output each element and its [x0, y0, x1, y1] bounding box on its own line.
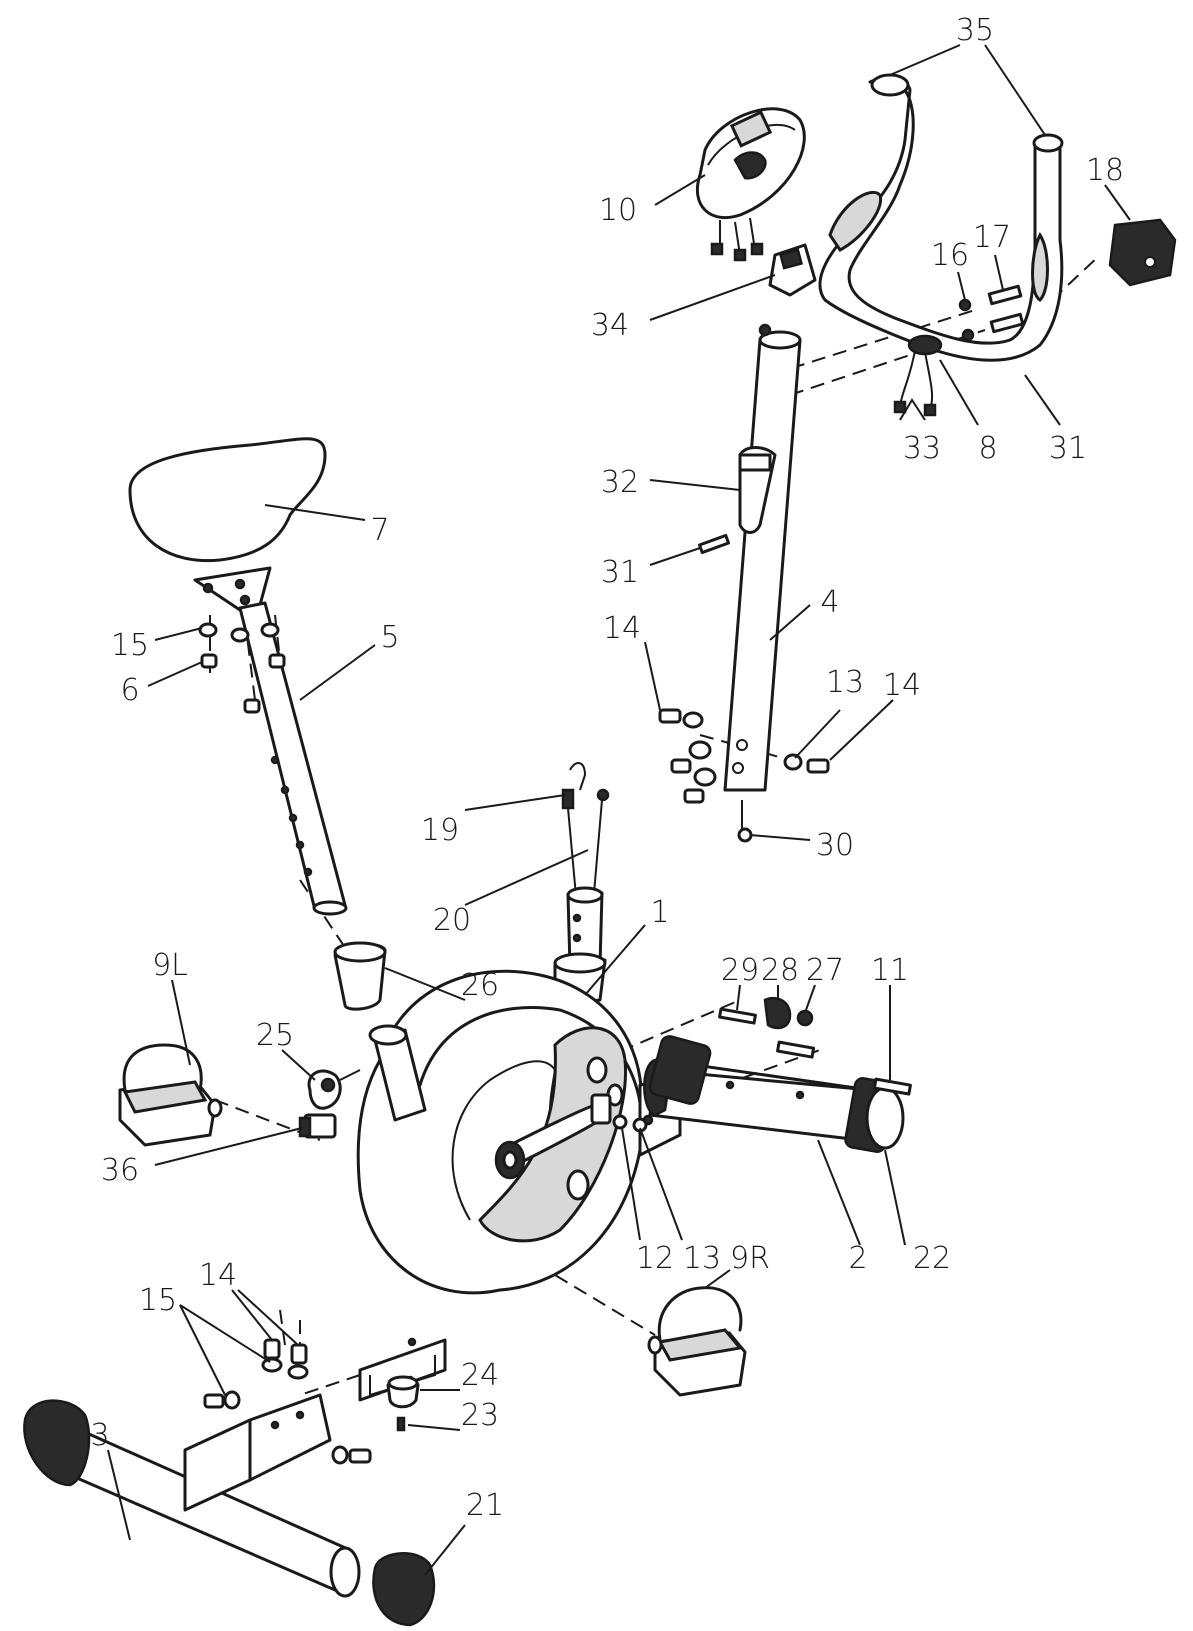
- seat-tube-bushing: [333, 941, 387, 1011]
- callout-labels: 35 18 10 16 17 34 33 8 31 32 31 7 15 5 6…: [90, 13, 1124, 1523]
- seat-washers-and-nuts: [198, 622, 286, 714]
- callout-4: 4: [820, 585, 839, 620]
- callout-35: 35: [956, 13, 994, 48]
- rear-stabilizer-hardware: [203, 1338, 420, 1465]
- callout-5: 5: [380, 620, 399, 655]
- callout-8: 8: [978, 431, 997, 466]
- callout-7: 7: [370, 513, 389, 548]
- callout-21: 21: [466, 1488, 504, 1523]
- callout-9R: 9R: [730, 1241, 770, 1276]
- callout-36: 36: [101, 1153, 139, 1188]
- callout-17: 17: [973, 220, 1011, 255]
- callout-28: 28: [761, 953, 799, 988]
- callout-19: 19: [421, 813, 459, 848]
- seat: [128, 437, 327, 612]
- callout-26: 26: [461, 968, 499, 1003]
- callout-3: 3: [90, 1418, 109, 1453]
- post-bolts: [658, 708, 830, 804]
- rear-stabilizer: [23, 1393, 436, 1627]
- right-pedal: [647, 1286, 747, 1397]
- callout-18: 18: [1086, 153, 1124, 188]
- callout-31-pin: 31: [601, 555, 639, 590]
- callout-31-handlebar: 31: [1049, 431, 1087, 466]
- callout-14-rear: 14: [199, 1258, 237, 1293]
- callout-30: 30: [816, 828, 854, 863]
- small-pin: [697, 533, 731, 555]
- left-pedal: [118, 1043, 223, 1147]
- callout-9L: 9L: [152, 948, 188, 983]
- callout-32: 32: [601, 465, 639, 500]
- callout-22: 22: [913, 1241, 951, 1276]
- leader-lines: [107, 44, 1131, 1576]
- seat-adjustment-knob: [298, 1069, 361, 1139]
- stabilizer-hardware: [612, 996, 912, 1133]
- handlebar-clamp: [1108, 218, 1177, 287]
- callout-15-seat: 15: [111, 628, 149, 663]
- callout-34: 34: [591, 308, 629, 343]
- callout-20: 20: [433, 903, 471, 938]
- callout-2: 2: [848, 1241, 867, 1276]
- callout-25: 25: [256, 1018, 294, 1053]
- callout-14-post-right: 14: [883, 668, 921, 703]
- callout-14-post-left: 14: [603, 611, 641, 646]
- handlebar: [818, 73, 1064, 362]
- console: [695, 107, 806, 262]
- callout-1: 1: [650, 895, 669, 930]
- callout-16: 16: [931, 238, 969, 273]
- callout-11: 11: [871, 953, 909, 988]
- front-post: [723, 323, 802, 843]
- callout-6: 6: [120, 673, 139, 708]
- callout-13-post: 13: [826, 665, 864, 700]
- callout-13-frame: 13: [683, 1241, 721, 1276]
- callout-24: 24: [461, 1358, 499, 1393]
- main-frame: [356, 886, 682, 1402]
- callout-23: 23: [461, 1398, 499, 1433]
- callout-29: 29: [721, 953, 759, 988]
- seat-post: [238, 601, 348, 916]
- assembly-guide-lines: [209, 254, 1101, 1396]
- front-stabilizer: [643, 1035, 905, 1153]
- callout-10: 10: [599, 193, 637, 228]
- callout-15-rear: 15: [139, 1283, 177, 1318]
- callout-12: 12: [636, 1241, 674, 1276]
- callout-33: 33: [903, 431, 941, 466]
- handlebar-wires: [893, 334, 943, 417]
- callout-27: 27: [806, 953, 844, 988]
- handlebar-bolts: [958, 284, 1025, 342]
- console-mount: [768, 243, 817, 297]
